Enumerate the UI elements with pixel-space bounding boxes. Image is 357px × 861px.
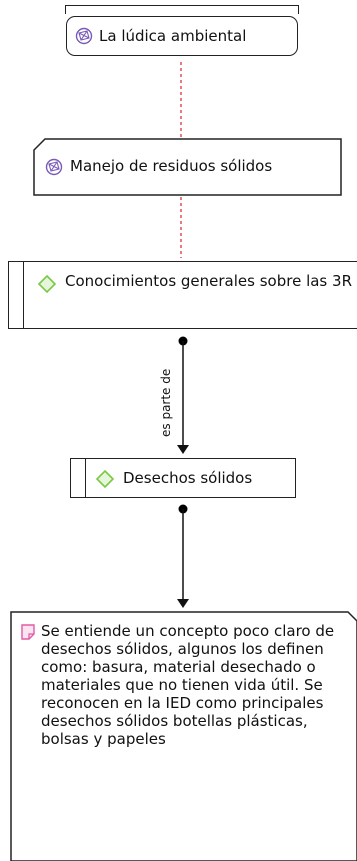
diamond-code-icon bbox=[37, 274, 57, 294]
node-label: Conocimientos generales sobre las 3R bbox=[65, 272, 352, 290]
node-left-bar bbox=[85, 459, 86, 497]
node-left-bar bbox=[23, 262, 24, 328]
node-top-bar bbox=[65, 5, 299, 14]
node-label: La lúdica ambiental bbox=[99, 27, 247, 45]
edge-arrowhead bbox=[177, 599, 189, 608]
node-residuos-shape bbox=[33, 138, 342, 196]
node-conocimientos-3r[interactable]: Conocimientos generales sobre las 3R bbox=[8, 261, 357, 329]
node-memo[interactable]: Se entiende un concepto poco claro de de… bbox=[10, 611, 357, 858]
diamond-code-icon bbox=[95, 469, 115, 489]
node-manejo-residuos[interactable]: Manejo de residuos sólidos bbox=[33, 138, 343, 196]
node-desechos-solidos[interactable]: Desechos sólidos bbox=[70, 458, 296, 498]
network-icon bbox=[75, 27, 93, 45]
edge-label-es-parte-de: es parte de bbox=[159, 369, 173, 437]
memo-icon bbox=[21, 624, 35, 640]
node-ludica-ambiental[interactable]: La lúdica ambiental bbox=[65, 5, 299, 56]
memo-shape bbox=[10, 611, 357, 861]
network-icon bbox=[45, 158, 63, 176]
memo-text: Se entiende un concepto poco claro de de… bbox=[41, 622, 335, 748]
node-label: Manejo de residuos sólidos bbox=[70, 157, 273, 175]
edge-arrowhead bbox=[177, 445, 189, 454]
node-label: Desechos sólidos bbox=[123, 469, 253, 487]
